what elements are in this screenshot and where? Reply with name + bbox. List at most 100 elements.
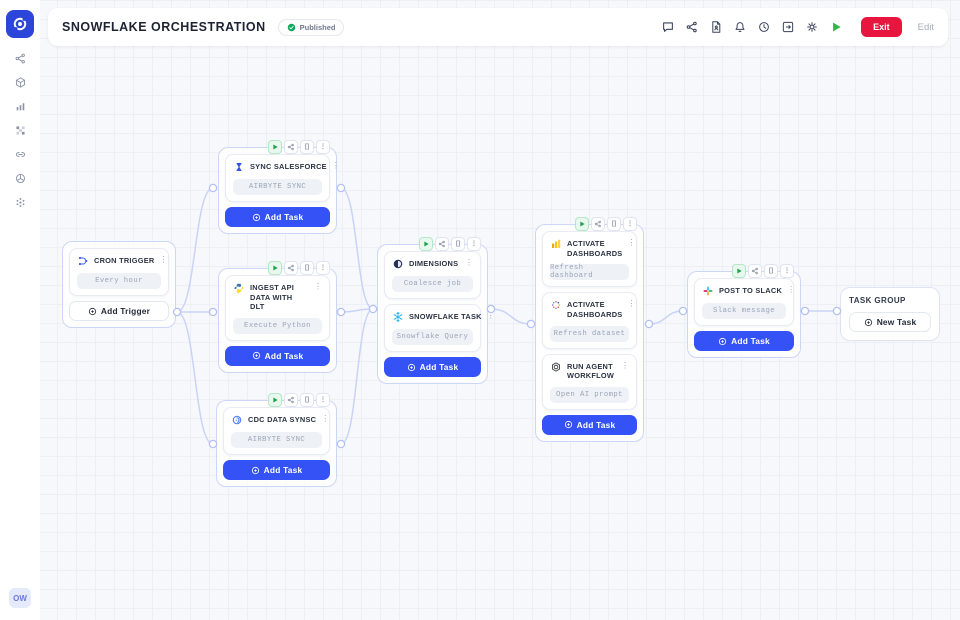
task-title: CRON TRIGGER — [94, 256, 155, 265]
task-menu-button[interactable]: ⋮ — [314, 282, 322, 291]
add-task-label: Add Task — [731, 336, 770, 346]
user-avatar[interactable]: OW — [9, 588, 31, 608]
node-cron-trigger[interactable]: CRON TRIGGER ⋮ Every hour Add Trigger — [62, 241, 176, 328]
new-task-button[interactable]: New Task — [849, 312, 931, 332]
node-cdc-sync[interactable]: [] ⋮ CDC DATA SYNSC ⋮ AIRBYTE SYNC Add T… — [216, 393, 337, 487]
task-card[interactable]: INGEST API DATA WITH DLT ⋮ Execute Pytho… — [225, 275, 330, 341]
task-group-title: TASK GROUP — [849, 296, 906, 305]
task-card[interactable]: CDC DATA SYNSC ⋮ AIRBYTE SYNC — [223, 407, 330, 455]
node-share-button[interactable] — [284, 261, 298, 275]
task-type-pill: Execute Python — [233, 317, 322, 334]
task-menu-button[interactable]: ⋮ — [621, 360, 629, 370]
task-type-pill: Open AI prompt — [550, 386, 629, 403]
history-icon[interactable] — [757, 20, 771, 34]
globe-segments-icon[interactable] — [14, 172, 27, 185]
task-card[interactable]: ACTIVATE DASHBOARDS ⋮ Refresh dataset — [542, 292, 637, 349]
pipelines-graph-icon[interactable] — [14, 52, 27, 65]
settings-gear-icon[interactable] — [805, 20, 819, 34]
node-menu-button[interactable]: ⋮ — [467, 237, 481, 251]
integrations-flower-icon[interactable] — [14, 196, 27, 209]
analytics-bars-icon[interactable] — [14, 100, 27, 113]
header-actions: Exit Edit — [661, 17, 934, 37]
node-activation-group[interactable]: [] ⋮ ACTIVATE DASHBOARDS ⋮ Refresh dashb… — [535, 217, 644, 442]
connections-link-icon[interactable] — [14, 148, 27, 161]
node-code-button[interactable]: [] — [300, 393, 314, 407]
node-share-button[interactable] — [284, 140, 298, 154]
node-sync-salesforce[interactable]: [] ⋮ SYNC SALESFORCE ⋮ AIRBYTE SYNC Add … — [218, 140, 340, 234]
comment-icon[interactable] — [661, 20, 675, 34]
export-icon[interactable] — [781, 20, 795, 34]
task-menu-button[interactable]: ⋮ — [627, 238, 636, 247]
edit-link[interactable]: Edit — [917, 21, 934, 33]
notifications-bell-icon[interactable] — [733, 20, 747, 34]
task-menu-button[interactable]: ⋮ — [465, 258, 473, 267]
exit-button[interactable]: Exit — [861, 17, 902, 37]
task-card[interactable]: DIMENSIONS ⋮ Coalesce job — [384, 251, 481, 299]
node-toolbar: [] ⋮ — [732, 264, 794, 278]
node-menu-button[interactable]: ⋮ — [316, 393, 330, 407]
node-run-button[interactable] — [268, 393, 282, 407]
cron-trigger-card[interactable]: CRON TRIGGER ⋮ Every hour — [69, 248, 169, 296]
task-card[interactable]: ACTIVATE DASHBOARDS ⋮ Refresh dashboard — [542, 231, 637, 288]
sidebar-nav — [14, 52, 27, 209]
node-run-button[interactable] — [575, 217, 589, 231]
node-post-slack[interactable]: [] ⋮ POST TO SLACK ⋮ Slack message Add T… — [687, 264, 801, 358]
task-card[interactable]: SYNC SALESFORCE ⋮ AIRBYTE SYNC — [225, 154, 340, 202]
plus-circle-icon — [252, 213, 261, 222]
node-code-button[interactable]: [] — [300, 261, 314, 275]
node-share-button[interactable] — [591, 217, 605, 231]
node-run-button[interactable] — [268, 140, 282, 154]
add-task-button[interactable]: Add Task — [225, 345, 330, 366]
task-card[interactable]: SNOWFLAKE TASK ⋮ Snowflake Query — [384, 304, 495, 352]
node-run-button[interactable] — [268, 261, 282, 275]
add-trigger-button[interactable]: Add Trigger — [69, 301, 169, 321]
node-code-button[interactable]: [] — [300, 140, 314, 154]
add-task-button[interactable]: Add Task — [225, 207, 330, 227]
status-badge-label: Published — [299, 22, 336, 32]
node-code-button[interactable]: [] — [764, 264, 778, 278]
task-card[interactable]: POST TO SLACK ⋮ Slack message — [694, 278, 796, 326]
task-title: RUN AGENT WORKFLOW — [567, 361, 615, 381]
task-menu-button[interactable]: ⋮ — [331, 161, 340, 170]
snowflake-icon — [392, 311, 404, 323]
node-task-group[interactable]: TASK GROUP New Task — [840, 287, 940, 341]
add-trigger-label: Add Trigger — [100, 306, 151, 316]
node-code-button[interactable]: [] — [451, 237, 465, 251]
document-icon[interactable] — [709, 20, 723, 34]
add-task-label: Add Task — [419, 362, 459, 372]
add-task-button[interactable]: Add Task — [384, 357, 481, 377]
orchestra-logo-icon — [13, 17, 27, 31]
plus-circle-icon — [564, 420, 573, 429]
share-graph-icon[interactable] — [685, 20, 699, 34]
task-menu-button[interactable]: ⋮ — [321, 414, 330, 423]
task-menu-button[interactable]: ⋮ — [159, 255, 168, 264]
node-toolbar: [] ⋮ — [419, 237, 481, 251]
task-card[interactable]: RUN AGENT WORKFLOW ⋮ Open AI prompt — [542, 353, 637, 410]
node-run-button[interactable] — [419, 237, 433, 251]
apps-grid-icon[interactable] — [14, 124, 27, 137]
run-pipeline-icon[interactable] — [829, 20, 843, 34]
task-menu-button[interactable]: ⋮ — [627, 299, 636, 309]
node-menu-button[interactable]: ⋮ — [623, 217, 637, 231]
node-share-button[interactable] — [748, 264, 762, 278]
task-title: CDC DATA SYNSC — [248, 415, 317, 424]
task-menu-button[interactable]: ⋮ — [486, 311, 495, 320]
node-transform-group[interactable]: [] ⋮ DIMENSIONS ⋮ Coalesce job SNOWFLAKE… — [377, 237, 495, 384]
package-cube-icon[interactable] — [14, 76, 27, 89]
node-code-button[interactable]: [] — [607, 217, 621, 231]
add-task-button[interactable]: Add Task — [542, 414, 637, 435]
node-menu-button[interactable]: ⋮ — [316, 140, 330, 154]
node-share-button[interactable] — [435, 237, 449, 251]
node-ingest-dlt[interactable]: [] ⋮ INGEST API DATA WITH DLT ⋮ Execute … — [218, 261, 337, 373]
node-menu-button[interactable]: ⋮ — [316, 261, 330, 275]
task-menu-button[interactable]: ⋮ — [787, 285, 796, 294]
node-share-button[interactable] — [284, 393, 298, 407]
add-task-button[interactable]: Add Task — [694, 331, 794, 351]
node-menu-button[interactable]: ⋮ — [780, 264, 794, 278]
add-task-button[interactable]: Add Task — [223, 460, 330, 480]
app-logo[interactable] — [6, 10, 34, 38]
node-run-button[interactable] — [732, 264, 746, 278]
task-title: SYNC SALESFORCE — [250, 162, 327, 171]
new-task-label: New Task — [876, 317, 917, 327]
task-title: POST TO SLACK — [719, 286, 783, 295]
